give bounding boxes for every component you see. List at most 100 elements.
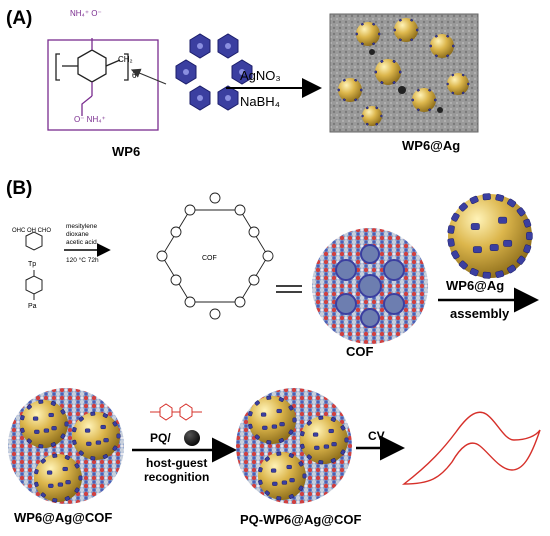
pillar-mark: [286, 464, 292, 470]
pillar-mark: [411, 98, 414, 102]
pillar-mark: [446, 82, 449, 86]
tem-nanoparticle: [429, 34, 455, 58]
pillar-mark: [300, 431, 305, 437]
tp-structure: [25, 231, 43, 251]
cof-space-filling-model: [312, 228, 428, 344]
pillar-mark: [64, 496, 71, 501]
pillar-mark: [434, 98, 437, 102]
condition-4: 120 °C 72h: [66, 256, 99, 264]
pillar-mark: [467, 82, 470, 86]
pillar-mark: [43, 428, 50, 433]
wp6-structure: [47, 38, 159, 131]
pillar-mark: [312, 432, 319, 437]
pillar-mark: [72, 439, 77, 445]
pillar-mark: [306, 454, 312, 460]
cv-curve: [401, 411, 541, 485]
pillar-mark: [451, 73, 455, 77]
pillar-mark: [344, 437, 349, 443]
pillar-mark: [102, 454, 109, 459]
pillar-mark: [354, 98, 358, 102]
pillar-mark: [416, 28, 419, 32]
pillar-mark: [258, 479, 263, 485]
pillar-mark: [254, 400, 260, 406]
pillar-mark: [503, 239, 513, 247]
pillar-mark: [516, 207, 526, 217]
cof-ring: [262, 250, 274, 262]
structure-pointer-arrow: [130, 68, 167, 85]
pillar-mark: [410, 18, 414, 22]
pillar-mark: [523, 244, 532, 254]
tp-groups: OHC OH CHO: [12, 228, 51, 234]
pillar-mark: [103, 438, 109, 443]
pillar-mark: [34, 429, 40, 434]
pillar-mark: [84, 428, 91, 433]
pillar-mark: [372, 22, 376, 26]
pillar-mark: [355, 32, 358, 36]
pillar-mark: [276, 451, 282, 456]
pillar-mark: [380, 81, 384, 85]
pillar-mark: [78, 416, 84, 422]
pillar-mark: [392, 59, 396, 63]
pillar-mark: [458, 202, 468, 212]
pillar-mark: [523, 218, 532, 228]
pillar-mark: [248, 423, 253, 429]
pillar-mark: [78, 450, 84, 456]
cv-label: CV: [368, 429, 385, 443]
pillar-mark: [298, 485, 304, 491]
cof-ring: [234, 204, 246, 216]
pillar-mark: [410, 38, 414, 42]
pillar-mark: [372, 42, 376, 46]
pillar-mark: [100, 424, 106, 430]
condition-1: mesitylene: [66, 223, 97, 230]
pillar-mark: [266, 440, 272, 445]
pillar-mark: [469, 195, 479, 204]
pillar-mark: [361, 114, 364, 118]
pillar-mark: [276, 496, 282, 501]
substituent-top-text: NH₄⁺ O⁻: [70, 9, 102, 18]
cof-ring: [209, 192, 221, 204]
pillar-mark: [74, 487, 80, 493]
pillar-mark: [292, 417, 297, 423]
pq-guest-structure: [150, 403, 202, 421]
pillar-mark: [48, 483, 54, 488]
pillar-mark: [318, 415, 324, 420]
pillar-mark: [342, 78, 346, 82]
pillar-mark: [112, 445, 118, 451]
methylene-text: CH₂: [118, 55, 133, 64]
pillar-mark: [288, 429, 294, 435]
substituent-bottom-text: O⁻ NH₄⁺: [74, 115, 106, 124]
pillar-mark: [314, 445, 320, 450]
pillar-mark: [248, 411, 253, 417]
pillar-mark: [398, 18, 402, 22]
pillar-mark: [399, 70, 402, 74]
cof-ring: [248, 226, 260, 238]
pillar-mark: [26, 404, 32, 410]
pillar-mark: [360, 42, 364, 46]
pillar-mark: [78, 475, 83, 481]
pillar-mark: [60, 409, 66, 415]
pillar-mark: [300, 443, 305, 449]
cof-center-label: COF: [202, 255, 217, 262]
cof-ring: [184, 296, 196, 308]
pillar-mark: [260, 412, 267, 417]
condition-3: acetic acid: [66, 239, 97, 246]
pillar-mark: [429, 44, 432, 48]
pillar-mark: [337, 88, 340, 92]
pillar-mark: [276, 408, 282, 414]
recognition-top: host-guest: [146, 456, 207, 470]
cof-ring: [248, 274, 260, 286]
pillar-mark: [451, 91, 455, 95]
pillar-mark: [447, 238, 455, 247]
pillar-mark: [46, 470, 53, 475]
pillar-mark: [330, 458, 337, 463]
pillar-mark: [498, 216, 508, 224]
pillar-mark: [34, 469, 39, 475]
pillar-mark: [272, 481, 278, 486]
cof-ring: [209, 308, 221, 320]
pillar-mark: [258, 467, 263, 473]
pillar-mark: [302, 473, 307, 479]
wp6-ag-nanoparticles: [337, 18, 470, 126]
cof-ring: [184, 204, 196, 216]
pillar-mark: [378, 32, 381, 36]
cof-ring: [234, 296, 246, 308]
